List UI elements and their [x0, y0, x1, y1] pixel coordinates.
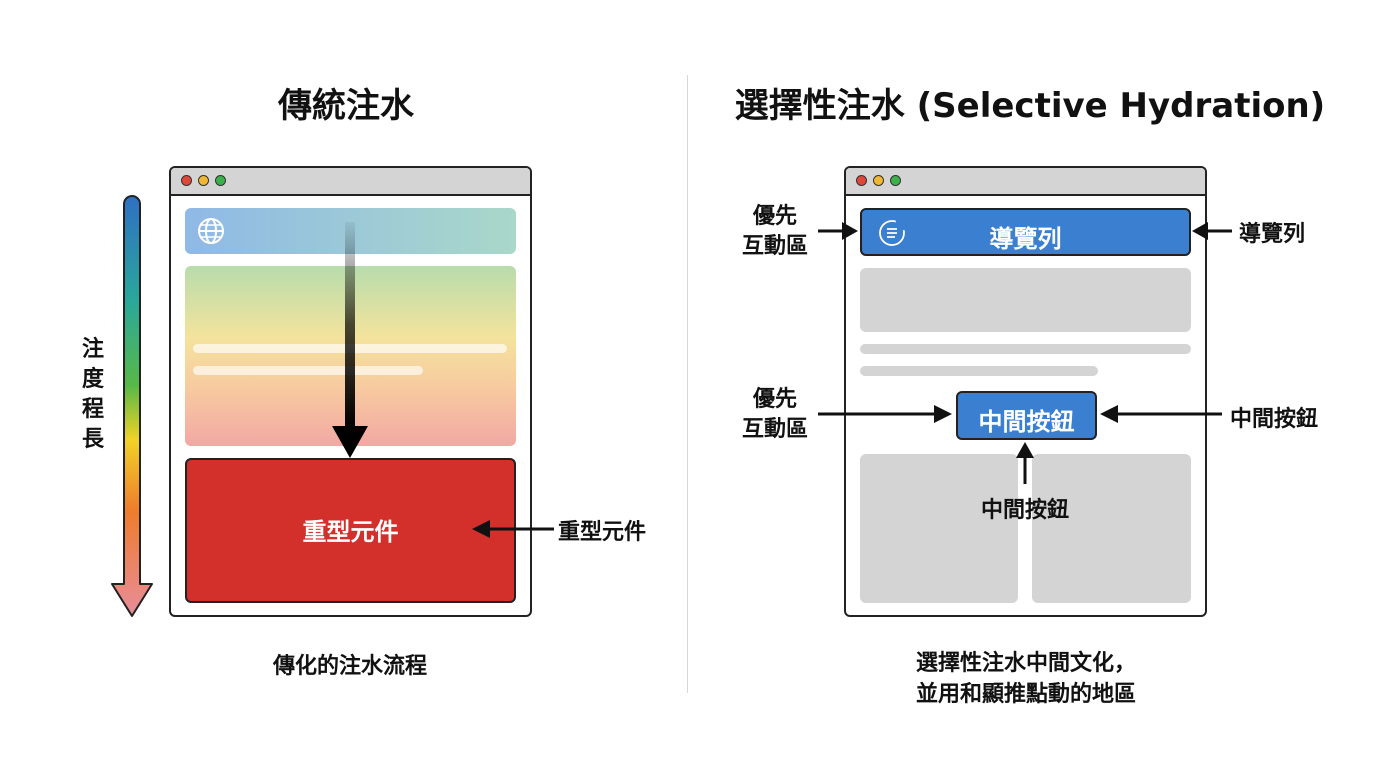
priority-zone-label-line: 優先 [752, 204, 797, 229]
panel-divider [687, 75, 688, 693]
heavy-component-label: 重型元件 [302, 518, 399, 546]
placeholder-line [860, 344, 1191, 354]
middle-button[interactable]: 中間按鈕 [956, 391, 1097, 440]
selective-browser-window: 導覽列 中間按鈕 [844, 166, 1207, 617]
left-caption: 傳化的注水流程 [272, 654, 427, 679]
browser-titlebar [846, 168, 1205, 196]
placeholder-block [1032, 454, 1191, 603]
button-callout-arrow-up [1016, 442, 1034, 484]
progress-label: 注 度 程 長 [78, 335, 108, 455]
placeholder-block [860, 454, 1018, 603]
heavy-component: 重型元件 [185, 458, 516, 603]
nav-callout: 導覽列 [1239, 222, 1306, 247]
priority-zone-label: 優先 互動區 [736, 385, 814, 445]
placeholder-block [860, 268, 1191, 332]
progress-label-char: 注 [81, 337, 104, 362]
right-title: 選擇性注水 (Selective Hydration) [734, 86, 1326, 126]
hydration-progress-arrow [111, 195, 153, 617]
close-dot [181, 175, 192, 186]
progress-label-char: 程 [81, 397, 104, 422]
close-dot [856, 175, 867, 186]
globe-icon [198, 218, 224, 244]
heavy-component-callout: 重型元件 [558, 520, 647, 545]
button-callout-arrow [1100, 405, 1222, 423]
button-callout-below: 中間按鈕 [980, 498, 1069, 523]
flow-down-arrow [332, 222, 368, 458]
priority-arrow-nav [818, 222, 858, 240]
left-title: 傳統注水 [278, 86, 414, 126]
maximize-dot [890, 175, 901, 186]
nav-label: 導覽列 [989, 225, 1062, 253]
placeholder-line [860, 366, 1098, 376]
menu-icon [879, 220, 905, 246]
button-callout-right: 中間按鈕 [1230, 407, 1319, 432]
maximize-dot [215, 175, 226, 186]
minimize-dot [873, 175, 884, 186]
priority-arrow-button [818, 405, 952, 423]
text-line [193, 366, 423, 375]
middle-button-label: 中間按鈕 [978, 408, 1075, 436]
right-caption: 選擇性注水中間文化， 並用和顯推點動的地區 [826, 648, 1226, 710]
right-caption-line: 選擇性注水中間文化， [915, 651, 1136, 676]
minimize-dot [198, 175, 209, 186]
progress-label-char: 長 [81, 427, 104, 452]
priority-zone-label: 優先 互動區 [736, 202, 814, 262]
progress-label-char: 度 [81, 367, 104, 392]
nav-bar[interactable]: 導覽列 [860, 208, 1191, 256]
priority-zone-label-line: 互動區 [741, 417, 808, 442]
nav-callout-arrow [1192, 222, 1232, 240]
browser-titlebar [171, 168, 530, 196]
heavy-callout-arrow [472, 520, 554, 538]
right-caption-line: 並用和顯推點動的地區 [915, 682, 1136, 707]
priority-zone-label-line: 互動區 [741, 234, 808, 259]
priority-zone-label-line: 優先 [752, 387, 797, 412]
